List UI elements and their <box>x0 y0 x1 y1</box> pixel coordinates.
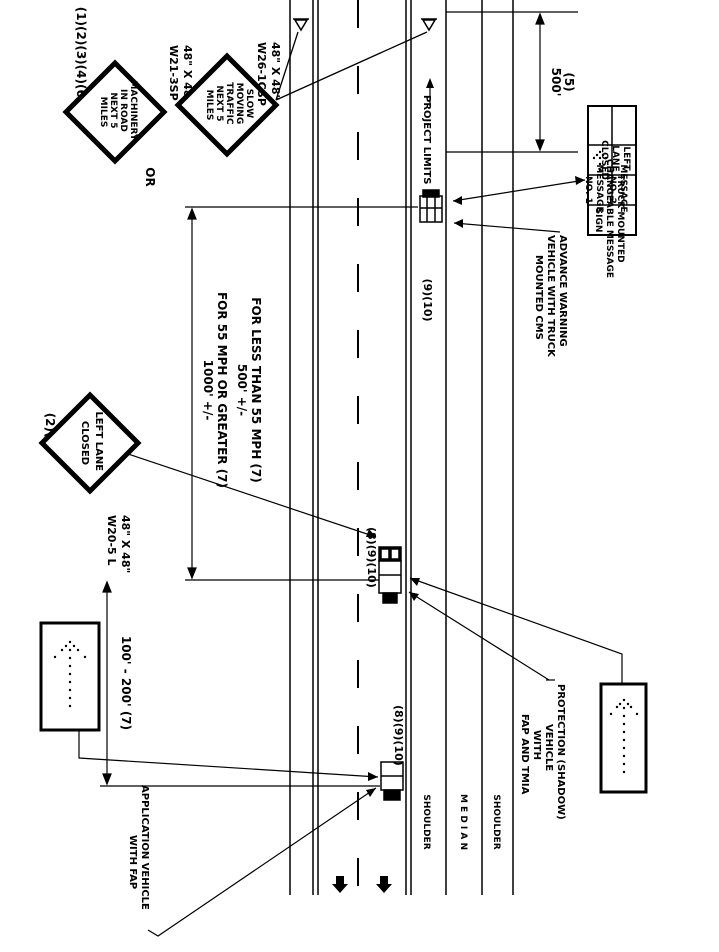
slow-moving-sign-size: 48" X 48" <box>269 42 282 100</box>
application-vehicle <box>380 761 404 801</box>
cms-message2-label: MESSAGE NO. 2 <box>607 164 628 215</box>
down-arrow-icon <box>376 876 392 893</box>
left-lane-sign-code: W20-5 L <box>105 515 118 566</box>
arrow-panel-bottom <box>409 577 648 794</box>
machinery-sign-code: W21-3SP <box>167 45 180 101</box>
leader-application <box>147 787 377 937</box>
dimension-500-label: 500' <box>549 68 563 97</box>
protection-vehicle <box>378 546 402 604</box>
slow-moving-sign-code: W26-1CSP <box>255 42 268 106</box>
arrow-panel-top <box>39 621 379 781</box>
machinery-sign-size: 48" X 48" <box>181 45 194 103</box>
dimension-1000-label: 1000' +/- <box>201 360 215 421</box>
median-label: M E D I A N <box>458 794 468 850</box>
application-vehicle-notes: (8)(9)(10) <box>392 705 405 766</box>
machinery-sign-text: MACHINERY IN ROAD NEXT 5 MILES <box>98 80 138 143</box>
machinery-sign-group: (1)(2)(3)(4)(6) MACHINERY IN ROAD NEXT 5… <box>62 7 194 165</box>
down-arrow-icon <box>332 876 348 893</box>
protection-vehicle-notes: (8)(9)(10) <box>365 527 378 588</box>
protection-callout: PROTECTION (SHADOW) VEHICLE WITH FAP AND… <box>519 684 566 823</box>
cms-title: TRUCK MOUNTED CHANGEABLE MESSAGE SIGN <box>593 159 625 281</box>
or-label: OR <box>143 167 157 186</box>
leader-advance <box>453 222 561 233</box>
advance-callout: ADVANCE WARNING VEHICLE WITH TRUCK MOUNT… <box>533 235 568 360</box>
leader-to-triangle-1 <box>275 31 299 101</box>
slow-moving-sign-text: SLOW MOVING TRAFFIC NEXT 5 MILES <box>204 82 254 127</box>
svg-text:PROJECT LIMITS: PROJECT LIMITS <box>421 95 432 185</box>
dimension-500-advance <box>446 11 578 153</box>
leader-left-lane-sign <box>124 452 377 538</box>
shoulder-label-top: SHOULDER <box>421 794 431 849</box>
dimension-500b-cond: FOR LESS THAN 55 MPH (7) <box>249 297 263 482</box>
project-limit-markers <box>293 18 437 32</box>
leader-panel-bottom <box>409 577 623 684</box>
leader-to-triangle-2 <box>275 31 428 101</box>
dimension-500b-label: 500' +/- <box>235 364 249 416</box>
arrow-up-icon <box>426 78 434 88</box>
dimension-100-200 <box>100 580 380 787</box>
project-limits-label: PROJECT LIMITS <box>421 78 434 185</box>
shoulder-label-bottom: SHOULDER <box>491 794 501 849</box>
cms-message1-label: MESSAGE NO. 1 <box>583 164 604 215</box>
left-lane-diamond-sign <box>38 391 142 495</box>
arrow-board-icon <box>609 698 639 774</box>
dimension-500-note: (5) <box>562 72 576 91</box>
advance-vehicle-notes: (9)(10) <box>421 278 434 321</box>
triangle-marker-icon <box>421 19 437 32</box>
arrow-board-icon <box>53 640 87 708</box>
dimension-100-200-label: 100' - 200' (7) <box>119 636 133 730</box>
triangle-marker-icon <box>293 19 309 32</box>
cms-panel: MESSAGE NO. 1 MESSAGE NO. 2 LEFT LANE CL… <box>583 105 637 281</box>
leader-panel-top <box>78 730 379 778</box>
application-callout: APPLICATION VEHICLE WITH FAP <box>127 785 150 913</box>
left-lane-sign-group: (2)(3) LEFT LANE CLOSED W20-5 L 48" X 48… <box>38 391 377 573</box>
advance-warning-vehicle <box>419 189 443 223</box>
dimension-1000-cond: FOR 55 MPH OR GREATER (7) <box>215 292 229 488</box>
slow-moving-sign-group: SLOW MOVING TRAFFIC NEXT 5 MILES W26-1CS… <box>174 31 428 158</box>
left-lane-sign-text: LEFT LANE CLOSED <box>79 411 104 474</box>
left-lane-sign-size: 48" X 48" <box>119 515 132 573</box>
dimension-1000 <box>185 206 418 581</box>
roadway <box>289 0 514 895</box>
cms-arrow-icon <box>592 150 608 172</box>
cms-message2-text: LEFT LANE CLOSED <box>599 140 631 180</box>
leader-protection <box>408 591 550 681</box>
slow-moving-diamond-sign <box>174 52 280 158</box>
machinery-sign-notes: (1)(2)(3)(4)(6) <box>74 7 88 104</box>
direction-arrows <box>332 876 392 893</box>
leader-cms-to-truck <box>452 179 586 202</box>
machinery-diamond-sign <box>62 59 168 165</box>
